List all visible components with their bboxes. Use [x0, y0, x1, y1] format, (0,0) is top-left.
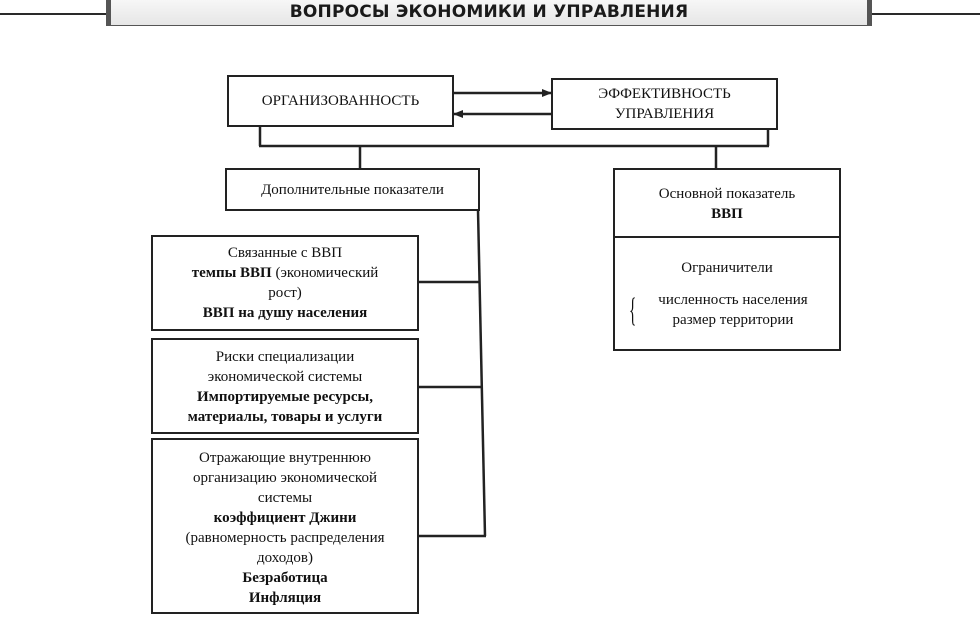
- efficiency-box: ЭФФЕКТИВНОСТЬ УПРАВЛЕНИЯ: [551, 78, 778, 130]
- limiter-population: численность населения: [658, 292, 808, 308]
- gini-coefficient: коэффициент Джини: [213, 510, 357, 526]
- efficiency-label-line2: УПРАВЛЕНИЯ: [614, 106, 715, 122]
- additional-indicators-box: Дополнительные показатели: [225, 168, 480, 211]
- imported-resources-line1: Импортируемые ресурсы,: [197, 389, 373, 405]
- main-indicator-gdp: ВВП: [711, 206, 743, 222]
- journal-section-title: ВОПРОСЫ ЭКОНОМИКИ И УПРАВЛЕНИЯ: [289, 2, 689, 22]
- gdp-growth-line: темпы ВВП (экономический: [153, 263, 417, 283]
- internal-organization-box: Отражающие внутреннюю организацию эконом…: [151, 438, 419, 614]
- additional-bracket-vertical: [476, 209, 487, 537]
- gdp-growth-note: (экономический: [271, 265, 379, 281]
- imported-resources-line2: материалы, товары и услуги: [187, 409, 383, 425]
- gdp-growth-note-cont: рост): [268, 285, 302, 301]
- header-rule-left: [0, 13, 106, 15]
- internal-title-line1: Отражающие внутреннюю: [199, 450, 371, 466]
- internal-title-line3: системы: [257, 490, 313, 506]
- limiters-list: численность населения размер территории: [615, 290, 839, 330]
- gdp-related-title: Связанные с ВВП: [227, 245, 343, 261]
- main-indicator-label: Основной показатель: [658, 186, 796, 202]
- journal-header: ВОПРОСЫ ЭКОНОМИКИ И УПРАВЛЕНИЯ: [0, 0, 980, 30]
- gdp-per-capita: ВВП на душу населения: [202, 305, 368, 321]
- internal-title-line2: организацию экономической: [193, 470, 377, 486]
- header-rule-right: [872, 13, 980, 15]
- risks-title-line2: экономической системы: [207, 369, 363, 385]
- gdp-growth-rate: темпы ВВП: [191, 265, 272, 281]
- header-banner: ВОПРОСЫ ЭКОНОМИКИ И УПРАВЛЕНИЯ: [106, 0, 872, 26]
- efficiency-label-line1: ЭФФЕКТИВНОСТЬ: [598, 86, 731, 102]
- inflation: Инфляция: [248, 590, 322, 606]
- limiters-brace: {: [629, 292, 637, 329]
- gdp-related-box: Связанные с ВВП темпы ВВП (экономический…: [151, 235, 419, 331]
- risks-title-line1: Риски специализации: [215, 349, 355, 365]
- organization-label: ОРГАНИЗОВАННОСТЬ: [261, 93, 420, 109]
- main-indicator-box: Основной показатель ВВП Ограничители { ч…: [613, 168, 841, 351]
- gini-note-line1: (равномерность распределения: [185, 530, 385, 546]
- specialization-risks-box: Риски специализации экономической систем…: [151, 338, 419, 434]
- additional-indicators-label: Дополнительные показатели: [261, 182, 444, 198]
- limiters-section: Ограничители { численность населения раз…: [615, 238, 839, 330]
- main-indicator-header: Основной показатель ВВП: [615, 170, 839, 238]
- gini-note-line2: доходов): [257, 550, 313, 566]
- limiter-territory: размер территории: [672, 312, 794, 328]
- limiters-title: Ограничители: [681, 260, 773, 276]
- organization-box: ОРГАНИЗОВАННОСТЬ: [227, 75, 454, 127]
- unemployment: Безработица: [242, 570, 328, 586]
